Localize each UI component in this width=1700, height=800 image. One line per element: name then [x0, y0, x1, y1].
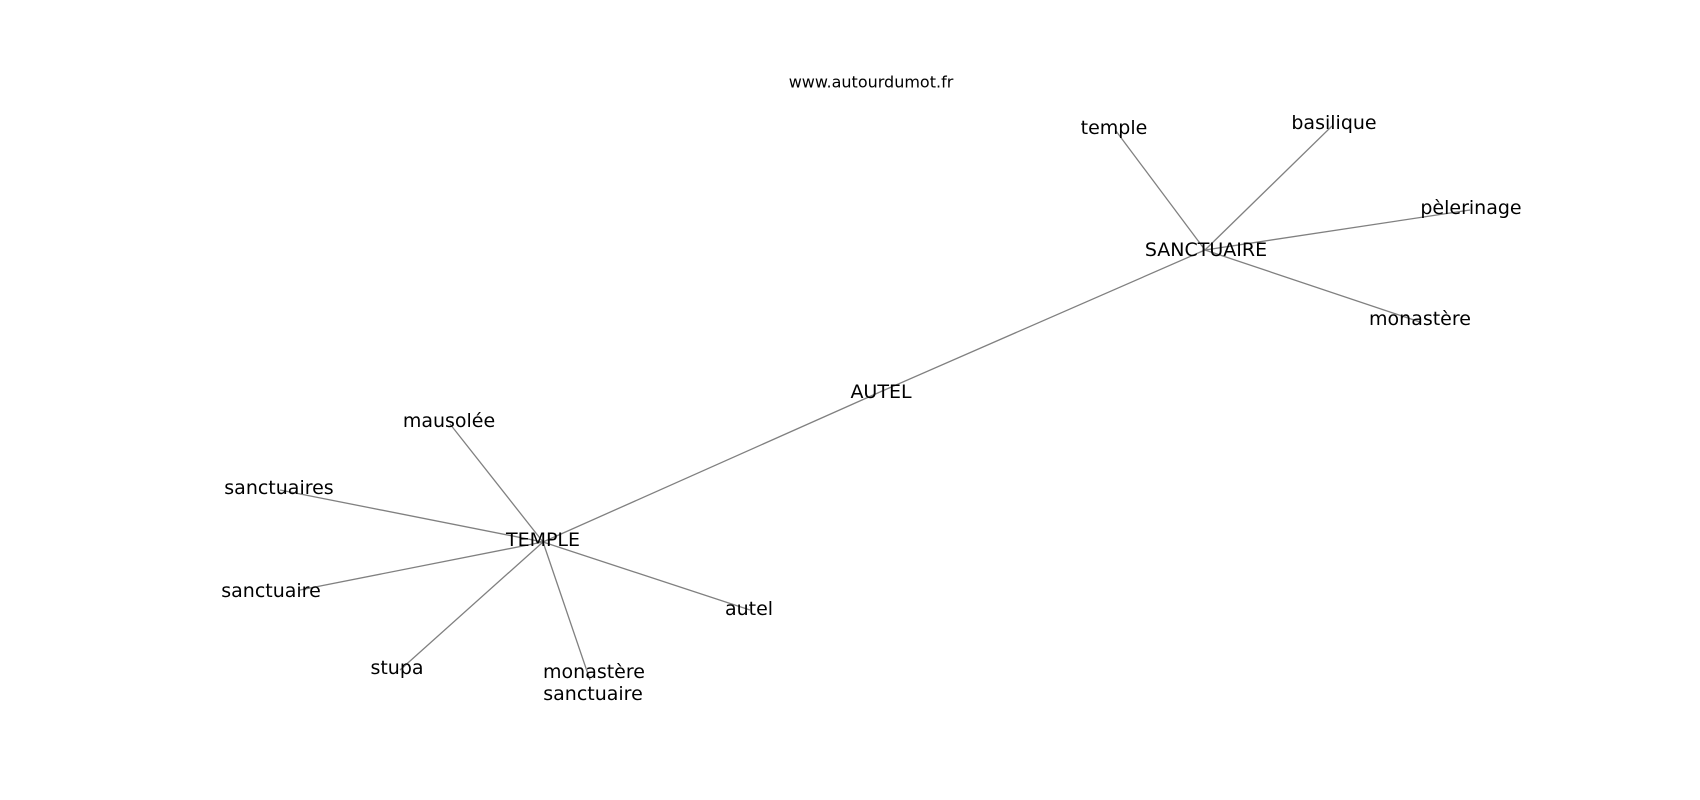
node-temple: temple [1081, 117, 1148, 139]
edges [279, 125, 1471, 681]
edge-autel-sanctuaire [879, 249, 1206, 393]
edge-temple-sanctuaire [299, 541, 544, 591]
edge-temple-mausolee [449, 423, 544, 543]
node-mausolee: mausolée [403, 410, 495, 432]
node-monastere-sanctuaire-line1: monastère [543, 661, 645, 683]
edge-sanctuaire-pelerinage [1204, 209, 1471, 251]
edge-temple-autel [542, 391, 881, 543]
edge-temple-autel-leaf [542, 541, 751, 611]
node-sanctuaire-hub: SANCTUAIRE [1145, 239, 1267, 261]
edge-temple-stupa [399, 541, 544, 671]
node-sanctuaires: sanctuaires [224, 477, 333, 499]
node-labels: AUTEL TEMPLE SANCTUAIRE temple basilique… [221, 112, 1521, 705]
node-autel-hub: AUTEL [850, 381, 912, 403]
edge-temple-monastere-sanctuaire [542, 541, 591, 681]
node-basilique: basilique [1291, 112, 1376, 134]
node-stupa: stupa [370, 657, 423, 679]
edge-sanctuaire-temple [1115, 130, 1206, 251]
site-url: www.autourdumot.fr [789, 73, 954, 92]
node-sanctuaire: sanctuaire [221, 580, 321, 602]
node-monastere-sanctuaire-line2: sanctuaire [543, 683, 643, 705]
node-monastere: monastère [1369, 308, 1471, 330]
node-temple-hub: TEMPLE [505, 529, 580, 551]
edge-temple-sanctuaires [279, 489, 544, 543]
node-pelerinage: pèlerinage [1420, 197, 1521, 219]
node-autel: autel [725, 598, 773, 620]
edge-sanctuaire-monastere [1204, 249, 1421, 323]
edge-sanctuaire-basilique [1204, 125, 1333, 251]
